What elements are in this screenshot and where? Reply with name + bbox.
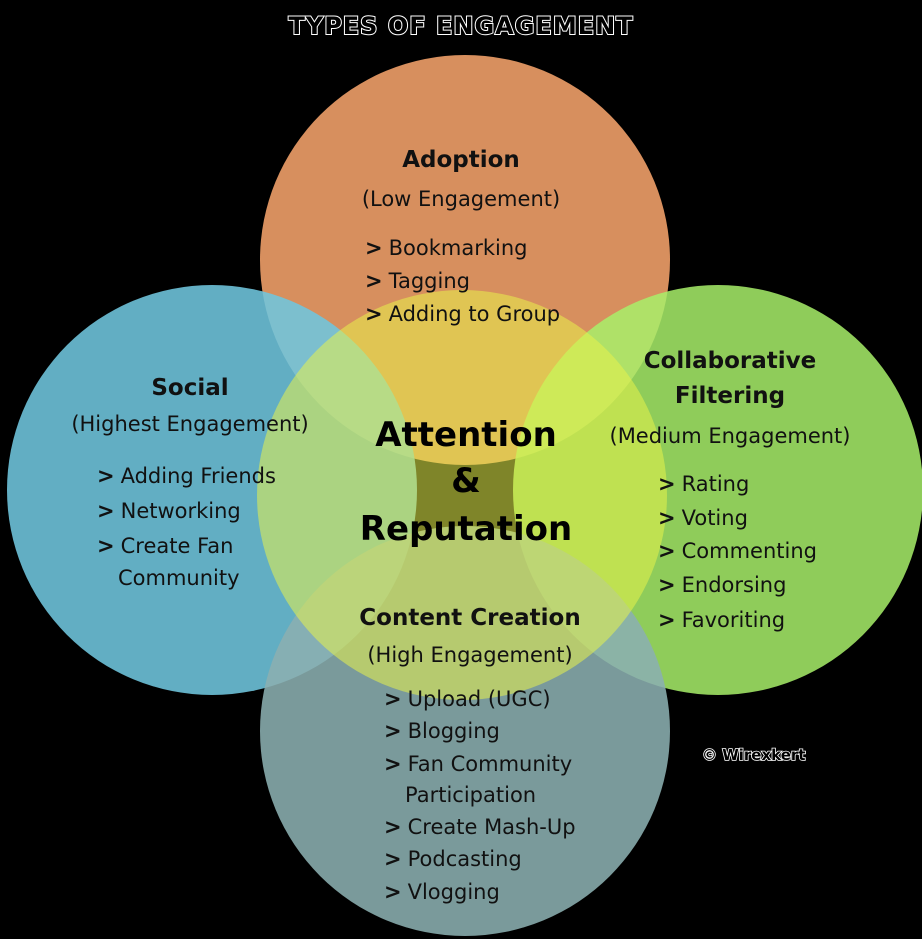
circles-layer [7, 55, 922, 936]
arrow-icon: > [384, 719, 402, 743]
content-item-vlogging: >Vlogging [384, 880, 500, 904]
content-item-participation: Participation [405, 783, 536, 807]
content-item-fan-community: >Fan Community [384, 752, 572, 776]
social-item-networking: >Networking [97, 499, 241, 523]
center-circle [257, 290, 667, 700]
arrow-icon: > [365, 236, 383, 260]
center-line-reputation: Reputation [360, 509, 572, 549]
content-heading: Content Creation [359, 605, 580, 631]
content-item-podcasting: >Podcasting [384, 847, 522, 871]
social-item-create-fan: >Create Fan [97, 534, 233, 558]
content-item-upload: >Upload (UGC) [384, 687, 551, 711]
center-line-attention: Attention [375, 415, 557, 455]
arrow-icon: > [384, 880, 402, 904]
adoption-heading: Adoption [402, 147, 520, 173]
social-heading: Social [151, 375, 228, 401]
collaborative-item-endorsing: >Endorsing [658, 573, 786, 597]
adoption-group: Adoption (Low Engagement) >Bookmarking >… [362, 147, 560, 326]
collaborative-group: Collaborative Filtering (Medium Engageme… [610, 348, 851, 632]
arrow-icon: > [658, 539, 676, 563]
arrow-icon: > [97, 499, 115, 523]
content-group: Content Creation (High Engagement) >Uplo… [359, 605, 580, 904]
center-group: Attention & Reputation [360, 415, 572, 549]
collaborative-subtitle: (Medium Engagement) [610, 424, 851, 448]
collaborative-item-rating: >Rating [658, 472, 749, 496]
adoption-item-adding-to-group: >Adding to Group [365, 302, 560, 326]
collaborative-item-commenting: >Commenting [658, 539, 817, 563]
content-subtitle: (High Engagement) [367, 643, 572, 667]
collaborative-item-favoriting: >Favoriting [658, 608, 785, 632]
arrow-icon: > [365, 302, 383, 326]
collaborative-item-voting: >Voting [658, 506, 748, 530]
social-item-adding-friends: >Adding Friends [97, 464, 276, 488]
collaborative-heading-line2: Filtering [675, 383, 785, 409]
arrow-icon: > [658, 472, 676, 496]
copyright-mark: © Wirexkert [702, 746, 805, 764]
adoption-subtitle: (Low Engagement) [362, 187, 560, 211]
arrow-icon: > [384, 752, 402, 776]
arrow-icon: > [97, 464, 115, 488]
arrow-icon: > [658, 573, 676, 597]
arrow-icon: > [97, 534, 115, 558]
arrow-icon: > [384, 815, 402, 839]
arrow-icon: > [658, 506, 676, 530]
social-subtitle: (Highest Engagement) [71, 412, 308, 436]
diagram-title: TYPES OF ENGAGEMENT [288, 12, 633, 40]
content-item-create-mashup: >Create Mash-Up [384, 815, 576, 839]
arrow-icon: > [384, 687, 402, 711]
arrow-icon: > [384, 847, 402, 871]
collaborative-heading-line1: Collaborative [644, 348, 817, 374]
adoption-item-tagging: >Tagging [365, 269, 470, 293]
social-item-community: Community [118, 566, 240, 590]
content-item-blogging: >Blogging [384, 719, 500, 743]
center-line-ampersand: & [451, 461, 481, 501]
adoption-item-bookmarking: >Bookmarking [365, 236, 527, 260]
arrow-icon: > [365, 269, 383, 293]
arrow-icon: > [658, 608, 676, 632]
social-group: Social (Highest Engagement) >Adding Frie… [71, 375, 308, 590]
